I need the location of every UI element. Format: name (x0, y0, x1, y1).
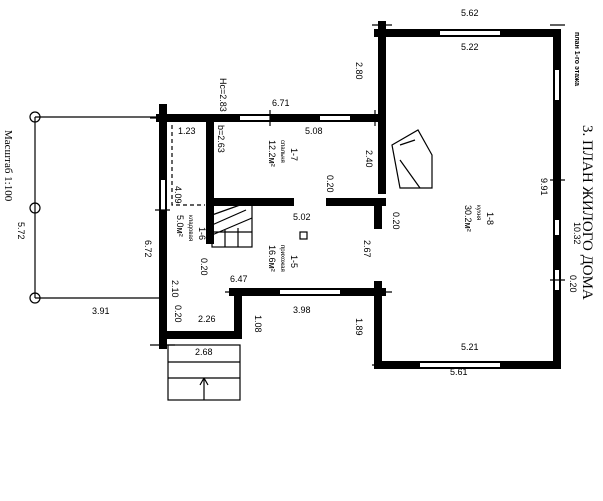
svg-text:5.21: 5.21 (461, 342, 479, 352)
svg-text:5.72: 5.72 (16, 222, 26, 240)
svg-text:2.10: 2.10 (170, 280, 180, 298)
staircase (211, 204, 253, 248)
svg-text:0.20: 0.20 (391, 212, 401, 230)
storage-dashed-line (171, 125, 205, 206)
room-area: 30.2м² (463, 205, 473, 232)
svg-text:5.08: 5.08 (305, 126, 323, 136)
svg-text:3.91: 3.91 (92, 306, 110, 316)
svg-text:9.91: 9.91 (539, 178, 549, 196)
svg-text:0.20: 0.20 (173, 305, 183, 323)
svg-text:6.72: 6.72 (143, 240, 153, 258)
svg-text:2.26: 2.26 (198, 314, 216, 324)
svg-text:2.80: 2.80 (354, 62, 364, 80)
room-id: 1-8 (485, 212, 495, 225)
column (299, 231, 308, 240)
room-name: кладовая (187, 215, 193, 241)
svg-text:0.20: 0.20 (568, 275, 578, 293)
dimension-labels: 5.62 5.22 2.80 9.91 10.32 0.20 5.21 5.61… (16, 8, 582, 377)
svg-text:b=2.63: b=2.63 (216, 125, 226, 153)
room-area: 12.2м² (267, 140, 277, 167)
plan-title: 3. ПЛАН ЖИЛОГО ДОМА (579, 125, 595, 300)
svg-text:1.23: 1.23 (178, 126, 196, 136)
room-id: 1-5 (289, 255, 299, 268)
svg-text:2.67: 2.67 (362, 240, 372, 258)
fireplace (391, 129, 433, 189)
svg-text:2.68: 2.68 (195, 347, 213, 357)
svg-text:1.89: 1.89 (354, 318, 364, 336)
svg-text:1.08: 1.08 (253, 315, 263, 333)
room-1-6: 1-6 кладовая 5.0м² (175, 215, 207, 241)
room-id: 1-6 (197, 227, 207, 240)
svg-text:2.40: 2.40 (364, 150, 374, 168)
plan-subtitle: план 1-го этажа (573, 32, 580, 86)
room-name: спальня (279, 140, 285, 163)
svg-text:5.62: 5.62 (461, 8, 479, 18)
walls (150, 21, 565, 369)
svg-text:6.71: 6.71 (272, 98, 290, 108)
room-1-5: 1-5 прихожая 16.6м² (267, 245, 299, 272)
room-area: 16.6м² (267, 245, 277, 272)
svg-text:5.02: 5.02 (293, 212, 311, 222)
svg-text:4.09: 4.09 (173, 186, 183, 204)
room-1-8: 1-8 кухня 30.2м² (463, 205, 495, 232)
porch-steps (167, 344, 241, 401)
room-name: прихожая (279, 245, 285, 272)
svg-text:0.20: 0.20 (325, 175, 335, 193)
scale-label: Масштаб 1:100 (2, 130, 14, 202)
room-name: кухня (475, 205, 481, 220)
terrace (29, 111, 160, 304)
svg-text:Hc=2.83: Hc=2.83 (218, 78, 228, 112)
room-area: 5.0м² (175, 215, 185, 237)
svg-text:3.98: 3.98 (293, 305, 311, 315)
room-1-7: 1-7 спальня 12.2м² (267, 140, 299, 167)
svg-text:5.22: 5.22 (461, 42, 479, 52)
svg-text:0.20: 0.20 (199, 258, 209, 276)
svg-text:5.61: 5.61 (450, 367, 468, 377)
room-id: 1-7 (289, 148, 299, 161)
svg-text:10.32: 10.32 (572, 222, 582, 245)
svg-text:6.47: 6.47 (230, 274, 248, 284)
